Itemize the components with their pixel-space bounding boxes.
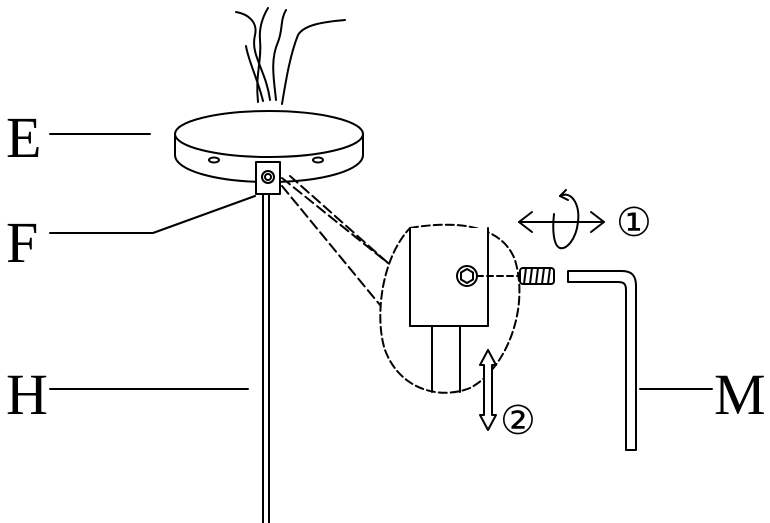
rotate-arrow-icon: [518, 189, 605, 250]
adjust-height-arrow-icon: [479, 349, 497, 431]
detail-projection-lines: [281, 175, 389, 306]
label-e: E: [6, 105, 41, 170]
grub-screw: [519, 267, 555, 285]
step-one-marker: ①: [616, 200, 652, 245]
canopy: [174, 110, 364, 183]
label-h: H: [6, 362, 48, 427]
supply-wires: [235, 7, 346, 105]
detail-view: [379, 223, 521, 394]
fixing-block: [255, 161, 281, 195]
label-f: F: [6, 210, 38, 275]
label-m: M: [714, 362, 766, 427]
step-two-marker: ②: [500, 398, 536, 443]
suspension-rod: [262, 193, 270, 523]
leader-line-f: [49, 195, 256, 234]
allen-key: [567, 270, 637, 451]
